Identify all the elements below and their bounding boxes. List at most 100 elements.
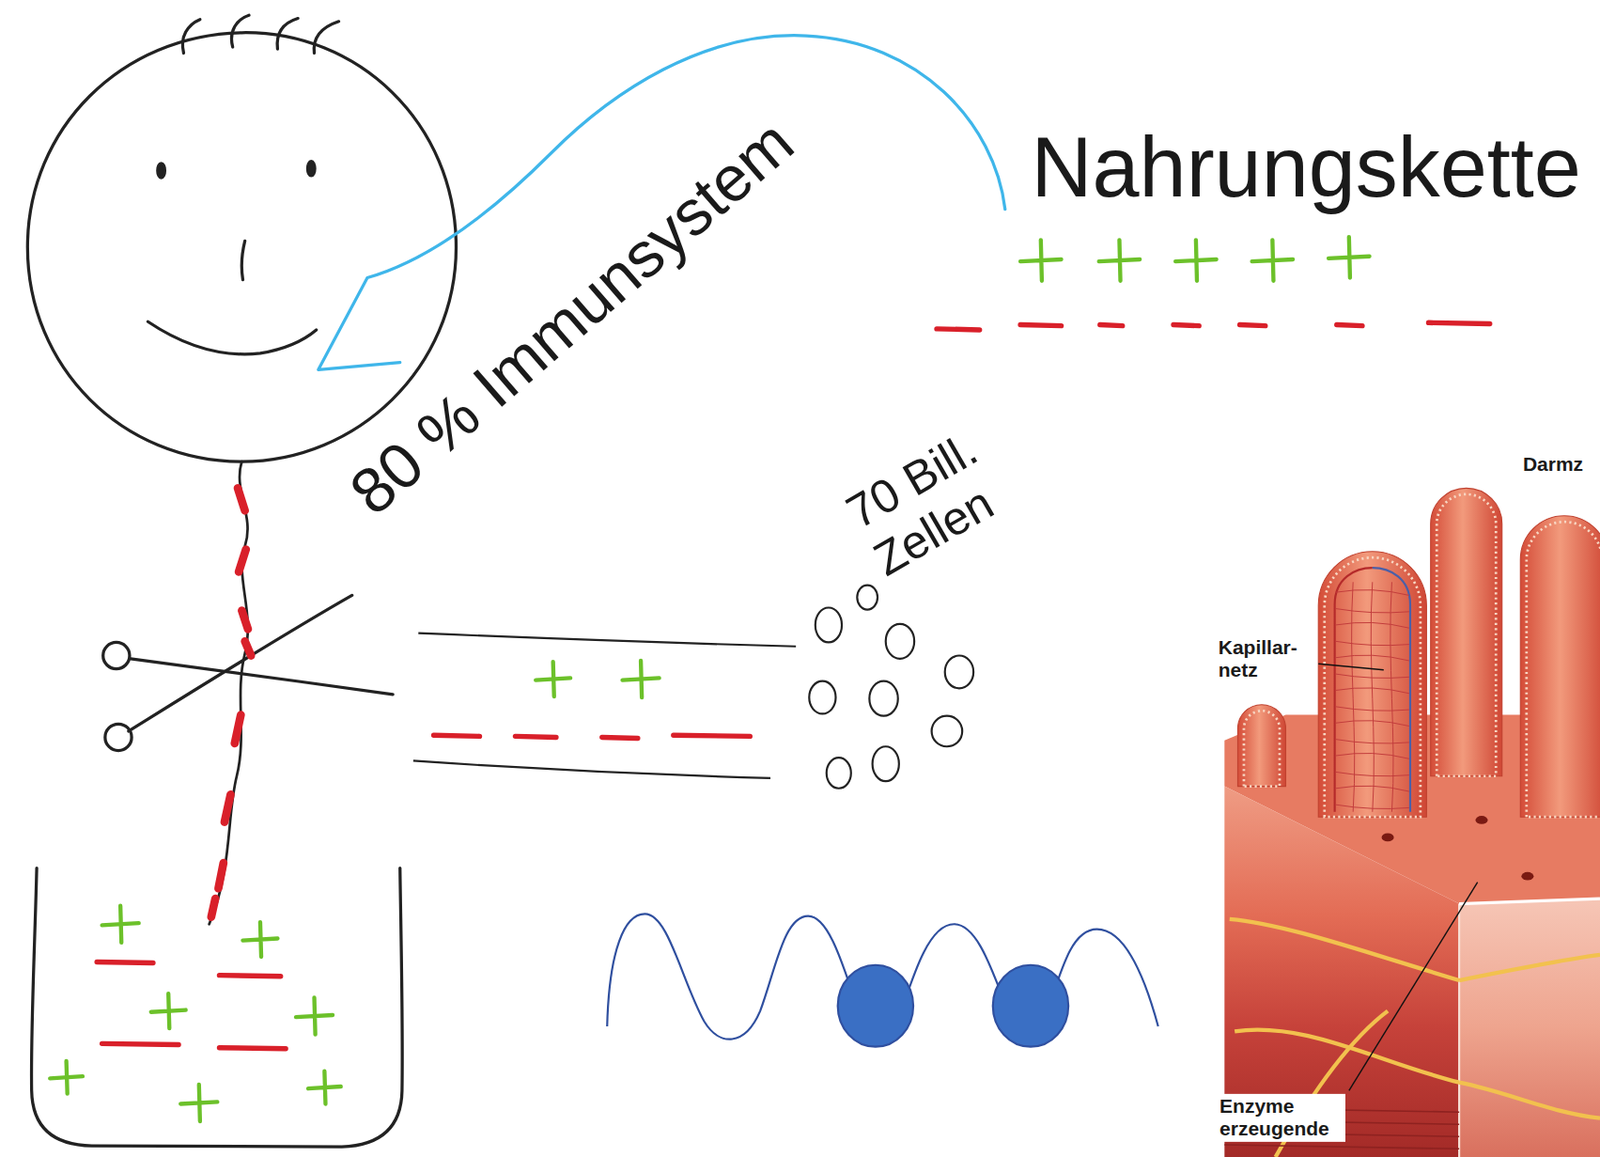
- section-edge: [1459, 898, 1600, 903]
- nerve: [1459, 954, 1600, 980]
- particle: [838, 964, 914, 1047]
- minus-sign: [1020, 325, 1061, 327]
- minus-sign: [602, 736, 638, 738]
- cell: [826, 757, 852, 789]
- body-line: [209, 461, 249, 924]
- particle: [993, 964, 1069, 1047]
- villus: [1430, 487, 1503, 776]
- crypt-opening: [1521, 871, 1534, 881]
- minus-sign: [219, 1047, 287, 1049]
- part-label: Darmz: [1519, 451, 1587, 477]
- villus: [1520, 515, 1600, 818]
- capillary-net: [1335, 673, 1410, 678]
- minus-sign: [1336, 325, 1363, 327]
- label-holder: Darmz: [1519, 451, 1587, 477]
- arm: [130, 658, 393, 695]
- minus-sign: [434, 734, 481, 736]
- body-mark: [211, 898, 216, 917]
- minus-sign: [96, 961, 154, 963]
- minus-sign: [936, 328, 980, 330]
- epithelium: [1436, 494, 1496, 777]
- gut-container: [31, 868, 403, 1148]
- capillary-net: [1335, 608, 1410, 613]
- capillary-net: [1335, 739, 1410, 744]
- head-outline: [27, 32, 456, 462]
- cell: [885, 623, 915, 659]
- capillary-net: [1370, 581, 1374, 811]
- epithelium: [1243, 710, 1280, 786]
- villus: [1318, 551, 1427, 817]
- plus-sign: [308, 1071, 342, 1104]
- plus-sign: [535, 661, 571, 697]
- capillary-net: [1351, 581, 1355, 811]
- cell: [869, 681, 898, 716]
- cell: [932, 715, 964, 747]
- tube-line: [418, 633, 796, 647]
- hand: [103, 641, 130, 668]
- cell: [856, 585, 878, 610]
- sketch-marks: [49, 236, 1490, 1121]
- label-holder: Nahrungskette: [1031, 119, 1582, 218]
- body-mark: [237, 487, 246, 511]
- section-edge: [1458, 903, 1461, 1157]
- label-holder: Enzyme erzeugende: [1215, 1093, 1346, 1141]
- crypt-opening: [1475, 815, 1488, 824]
- plus-sign: [295, 997, 333, 1035]
- capillary-net: [1335, 785, 1410, 792]
- nerve: [1229, 918, 1460, 980]
- body-mark: [241, 610, 249, 630]
- eye: [157, 163, 166, 178]
- hair-stroke: [232, 15, 250, 47]
- minus-sign: [1429, 322, 1491, 324]
- plus-sign: [1020, 239, 1061, 280]
- eye: [307, 161, 315, 176]
- plus-sign: [151, 993, 187, 1028]
- cell: [945, 655, 974, 689]
- plus-sign: [180, 1084, 218, 1121]
- muscle-layer: [1224, 1144, 1460, 1149]
- minus-sign: [1173, 325, 1199, 327]
- hand: [105, 723, 132, 750]
- plus-sign: [102, 905, 140, 943]
- annotation-text: 80 % Immunsystem: [335, 104, 808, 529]
- body-mark: [234, 714, 242, 744]
- tissue-section: [1459, 898, 1600, 1157]
- minus-sign: [1100, 325, 1123, 327]
- minus-sign: [102, 1042, 179, 1044]
- heading-text: Nahrungskette: [1031, 119, 1582, 218]
- plus-sign: [1252, 239, 1293, 280]
- plus-sign: [49, 1060, 83, 1094]
- label-holder: 80 % Immunsystem: [335, 104, 808, 529]
- capillary-net: [1335, 640, 1410, 645]
- villus: [1237, 704, 1286, 787]
- cell: [815, 606, 842, 642]
- cell: [872, 745, 900, 781]
- nose: [241, 240, 245, 280]
- plus-sign: [1328, 236, 1369, 278]
- part-label: Kapillar- netz: [1214, 634, 1317, 682]
- body-mark: [245, 640, 252, 655]
- body-mark: [217, 862, 223, 888]
- annotation-text: 70 Bill. Zellen: [837, 413, 1030, 588]
- epithelium: [1324, 557, 1421, 817]
- hair-stroke: [313, 21, 339, 54]
- capillary-net: [1335, 654, 1410, 661]
- leader-line: [1349, 882, 1478, 1091]
- intestine-illustration: [1224, 487, 1600, 1157]
- capillary-net: [1390, 581, 1394, 811]
- minus-sign: [673, 734, 750, 736]
- hair-stroke: [182, 19, 201, 54]
- body-mark: [238, 549, 247, 573]
- plus-sign: [622, 660, 660, 698]
- epithelium: [1526, 521, 1600, 817]
- label-holder: Kapillar- netz: [1214, 634, 1317, 682]
- minus-sign: [1240, 325, 1266, 327]
- part-label: Enzyme erzeugende: [1215, 1093, 1346, 1141]
- mouth: [147, 321, 316, 355]
- capillary-net: [1335, 621, 1410, 628]
- plus-sign: [1175, 239, 1216, 280]
- crypt-opening: [1382, 833, 1395, 842]
- leader-line: [1318, 663, 1384, 670]
- body-mark: [224, 793, 232, 822]
